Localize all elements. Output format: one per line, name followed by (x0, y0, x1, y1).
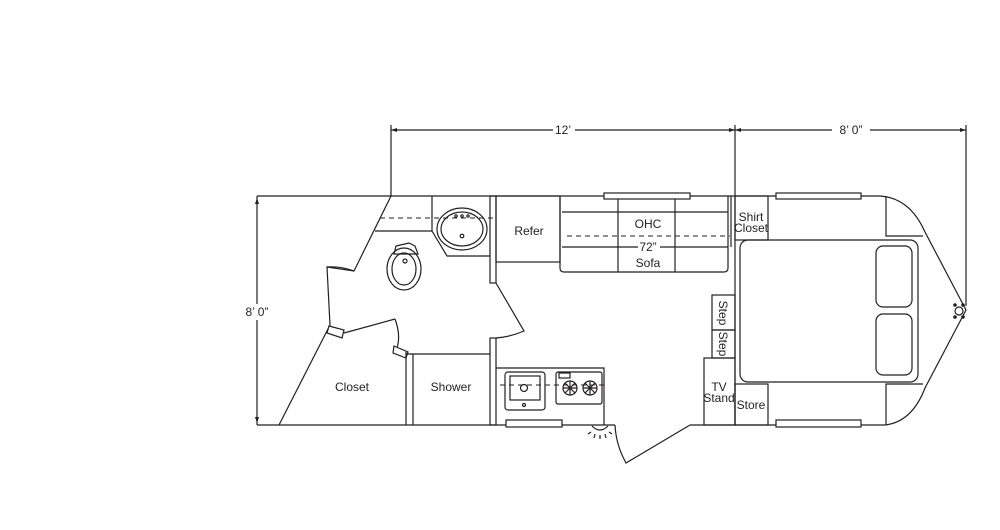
store-label: Store (737, 398, 766, 412)
porch-light-icon (587, 425, 613, 439)
window (775, 419, 862, 428)
dimension-length-bath-living: 12’ (555, 123, 571, 137)
hitch-icon (953, 303, 965, 319)
window (775, 192, 862, 200)
bathroom (278, 195, 525, 426)
sofa-size-label: 72” (639, 240, 656, 254)
shower-label: Shower (431, 380, 472, 394)
tv-stand-label-1: TV (711, 380, 726, 394)
dimension-length-bedroom: 8’ 0” (840, 123, 863, 137)
bedroom (703, 192, 923, 428)
pillow (875, 245, 913, 308)
toilet-icon (386, 242, 422, 291)
window (603, 192, 691, 200)
step-label-1: Step (716, 301, 730, 326)
closet-label: Closet (335, 380, 370, 394)
ohc-label: OHC (635, 217, 662, 231)
refer-label: Refer (514, 224, 543, 238)
sofa (559, 192, 732, 273)
tv-stand-label-2: Stand (703, 391, 734, 405)
kitchen-sink-icon (504, 371, 546, 411)
bathroom-sink-icon (436, 207, 488, 251)
entry-door (587, 424, 691, 464)
step-label-2: Step (716, 332, 730, 357)
shirt-closet-label-1: Shirt (739, 210, 764, 224)
bed (739, 239, 919, 383)
sofa-label: Sofa (636, 256, 661, 270)
shirt-closet-label-2: Closet (734, 221, 769, 235)
window (505, 419, 563, 428)
stove-icon (555, 371, 603, 405)
dimension-width: 8’ 0” (246, 305, 269, 319)
pillow (875, 313, 913, 376)
kitchen-counter (496, 367, 605, 428)
